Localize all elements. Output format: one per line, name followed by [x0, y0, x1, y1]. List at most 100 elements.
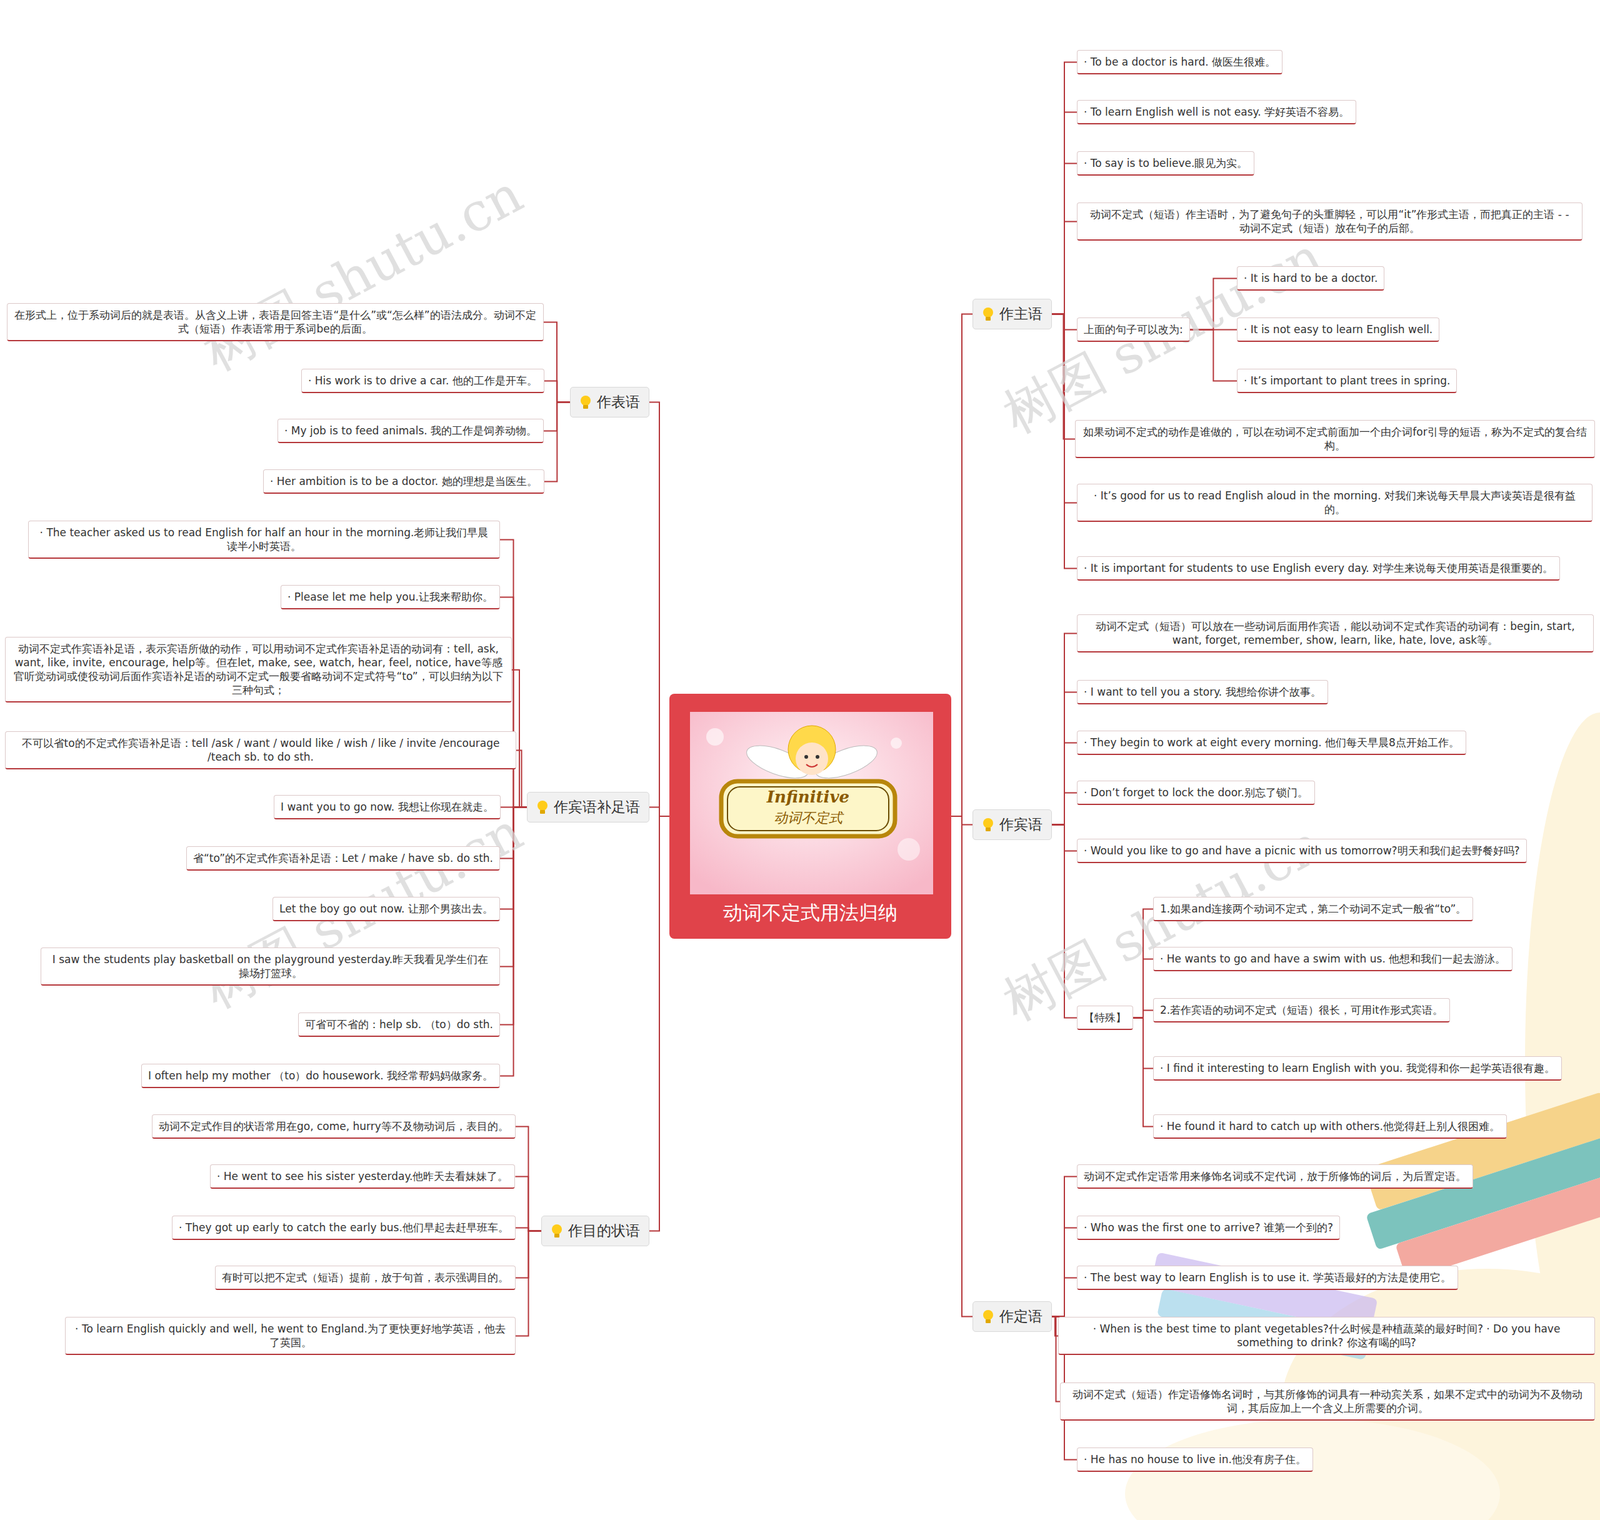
connector	[1051, 692, 1077, 825]
leaf-text: · I want to tell you a story. 我想给你讲个故事。	[1083, 685, 1322, 699]
leaf-node: 动词不定式作目的状语常用在go, come, hurry等不及物动词后，表目的。	[151, 1114, 516, 1139]
connector	[1051, 1278, 1077, 1317]
leaf-text: · He has no house to live in.他没有房子住。	[1083, 1453, 1307, 1466]
leaf-node: 【特殊】	[1076, 1005, 1134, 1030]
leaf-node: · It’s important to plant trees in sprin…	[1236, 368, 1457, 394]
bulb-icon	[981, 306, 995, 323]
leaf-text: · To be a doctor is hard. 做医生很难。	[1083, 55, 1276, 69]
leaf-text: 有时可以把不定式（短语）提前，放于句首，表示强调目的。	[221, 1271, 509, 1284]
leaf-node: 动词不定式（短语）作定语修饰名词时，与其所修饰的词具有一种动宾关系，如果不定式中…	[1060, 1382, 1595, 1421]
leaf-text: · They got up early to catch the early b…	[178, 1221, 509, 1234]
leaf-node: · I find it interesting to learn English…	[1153, 1056, 1562, 1081]
bulb-icon	[981, 1308, 995, 1325]
leaf-node: · To learn English quickly and well, he …	[65, 1316, 516, 1355]
leaf-text: · He found it hard to catch up with othe…	[1160, 1120, 1500, 1133]
watermark: 树图 shutu.cn	[191, 159, 535, 387]
leaf-text: 不可以省to的不定式作宾语补足语：tell /ask / want / woul…	[21, 736, 500, 764]
leaf-node: · Who was the first one to arrive? 谁第一个到…	[1076, 1215, 1340, 1240]
leaf-node: · They begin to work at eight every morn…	[1076, 730, 1467, 755]
leaf-text: · They begin to work at eight every morn…	[1083, 736, 1460, 749]
connector	[1051, 1316, 1059, 1337]
connector	[515, 1231, 542, 1337]
root-title: 动词不定式用法归纳	[669, 900, 952, 927]
leaf-node: · He has no house to live in.他没有房子住。	[1076, 1447, 1314, 1472]
leaf-node: 1.如果and连接两个动词不定式，第二个动词不定式一般省“to”。	[1153, 896, 1474, 922]
leaf-text: · When is the best time to plant vegetab…	[1093, 1322, 1561, 1349]
connector	[1051, 1176, 1077, 1317]
leaf-node: · When is the best time to plant vegetab…	[1058, 1316, 1595, 1355]
leaf-text: 在形式上，位于系动词后的就是表语。从含义上讲，表语是回答主语“是什么”或“怎么样…	[14, 308, 536, 335]
leaf-text: 动词不定式（短语）作定语修饰名词时，与其所修饰的词具有一种动宾关系，如果不定式中…	[1072, 1388, 1583, 1415]
connector	[1133, 1010, 1154, 1019]
leaf-node: I saw the students play basketball on th…	[40, 947, 500, 986]
leaf-node: 可省可不省的：help sb. （to）do sth.	[298, 1012, 500, 1037]
connector	[1051, 163, 1077, 315]
branch-label: 作主语	[999, 304, 1043, 324]
bulb-icon	[579, 394, 592, 411]
leaf-node: · He found it hard to catch up with othe…	[1153, 1114, 1507, 1139]
leaf-node: 上面的句子可以改为:	[1076, 317, 1190, 342]
leaf-node: · To be a doctor is hard. 做医生很难。	[1076, 50, 1283, 75]
leaf-node: 省“to”的不定式作宾语补足语：Let / make / have sb. do…	[186, 846, 500, 871]
connector	[1051, 62, 1077, 315]
leaf-node: 动词不定式作宾语补足语，表示宾语所做的动作，可以用动词不定式作宾语补足语的动词有…	[5, 636, 512, 703]
connector	[544, 381, 570, 403]
leaf-text: · He went to see his sister yesterday.他昨…	[216, 1170, 509, 1183]
leaf-text: · My job is to feed animals. 我的工作是饲养动物。	[284, 424, 537, 437]
leaf-node: · I want to tell you a story. 我想给你讲个故事。	[1076, 680, 1329, 705]
connector	[649, 402, 670, 817]
connector	[516, 750, 527, 808]
leaf-text: 动词不定式（短语）可以放在一些动词后面用作宾语，能以动词不定式作宾语的动词有：b…	[1095, 620, 1575, 647]
leaf-text: 可省可不省的：help sb. （to）do sth.	[305, 1018, 494, 1031]
leaf-node: I often help my mother （to）do housework.…	[141, 1063, 500, 1089]
branch-label: 作宾语补足语	[553, 797, 640, 817]
leaf-text: I saw the students play basketball on th…	[52, 953, 489, 980]
leaf-text: · The teacher asked us to read English f…	[40, 526, 489, 553]
root-node: 动词不定式用法归纳 Infinitive动词不定式	[669, 693, 952, 939]
leaf-node: · They got up early to catch the early b…	[171, 1215, 516, 1240]
leaf-text: · Would you like to go and have a picnic…	[1083, 844, 1520, 857]
leaf-text: 2.若作宾语的动词不定式（短语）很长，可用it作形式宾语。	[1160, 1003, 1444, 1017]
leaf-node: I want you to go now. 我想让你现在就走。	[273, 795, 501, 820]
leaf-node: 有时可以把不定式（短语）提前，放于句首，表示强调目的。	[215, 1265, 516, 1290]
connector	[515, 1176, 542, 1232]
leaf-text: · To learn English quickly and well, he …	[75, 1322, 506, 1349]
plaque-text: 动词不定式	[721, 808, 895, 828]
branch-node: 作宾语补足语	[526, 791, 650, 823]
branch-label: 作定语	[999, 1306, 1043, 1327]
leaf-text: · He wants to go and have a swim with us…	[1160, 952, 1506, 965]
leaf-text: 动词不定式作宾语补足语，表示宾语所做的动作，可以用动词不定式作宾语补足语的动词有…	[13, 642, 503, 697]
connector	[1051, 743, 1077, 825]
leaf-node: 2.若作宾语的动词不定式（短语）很长，可用it作形式宾语。	[1153, 998, 1450, 1023]
leaf-node: 不可以省to的不定式作宾语补足语：tell /ask / want / woul…	[5, 731, 517, 770]
connector	[1051, 793, 1077, 825]
connector	[951, 314, 973, 817]
leaf-text: 如果动词不定式的动作是谁做的，可以在动词不定式前面加一个由介词for引导的短语，…	[1083, 425, 1587, 452]
leaf-node: 动词不定式作定语常用来修饰名词或不定代词，放于所修饰的词后，为后置定语。	[1076, 1164, 1474, 1189]
leaf-text: I often help my mother （to）do housework.…	[148, 1069, 494, 1082]
leaf-text: · Her ambition is to be a doctor. 她的理想是当…	[270, 475, 538, 488]
plaque-text: Infinitive	[721, 787, 895, 807]
branch-node: 作表语	[570, 386, 650, 418]
connector	[515, 1126, 542, 1232]
leaf-node: · My job is to feed animals. 我的工作是饲养动物。	[277, 418, 544, 444]
leaf-text: 动词不定式（短语）作主语时，为了避免句子的头重脚轻，可以用“it”作形式主语，而…	[1090, 208, 1569, 235]
connector	[544, 402, 570, 482]
leaf-text: 动词不定式作目的状语常用在go, come, hurry等不及物动词后，表目的。	[158, 1120, 509, 1133]
leaf-node: · It is hard to be a doctor.	[1236, 266, 1385, 291]
leaf-node: · Her ambition is to be a doctor. 她的理想是当…	[263, 469, 545, 494]
branch-label: 作目的状语	[568, 1221, 640, 1241]
leaf-text: Let the boy go out now. 让那个男孩出去。	[279, 902, 494, 915]
leaf-text: · It is not easy to learn English well.	[1243, 323, 1433, 336]
leaf-text: · It’s important to plant trees in sprin…	[1243, 374, 1450, 387]
branch-node: 作主语	[972, 298, 1052, 330]
leaf-text: · To learn English well is not easy. 学好英…	[1083, 105, 1350, 119]
connector	[1051, 633, 1077, 825]
leaf-text: 上面的句子可以改为:	[1083, 323, 1184, 336]
leaf-node: · Would you like to go and have a picnic…	[1076, 838, 1527, 864]
leaf-node: · It’s good for us to read English aloud…	[1076, 483, 1593, 522]
leaf-text: · I find it interesting to learn English…	[1160, 1061, 1555, 1075]
branch-node: 作定语	[972, 1301, 1052, 1332]
leaf-node: · The best way to learn English is to us…	[1076, 1265, 1459, 1290]
leaf-text: · To say is to believe.眼见为实。	[1083, 156, 1248, 170]
